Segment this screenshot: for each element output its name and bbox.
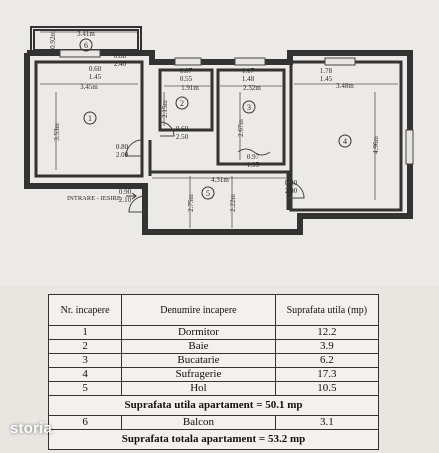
- room-3-window-height: 1.48: [242, 75, 255, 83]
- room-3-width: 2.32m: [243, 84, 261, 92]
- table-header-row: Nr. incapere Denumire incapere Suprafata…: [47, 294, 380, 326]
- room-4-width: 3.48m: [336, 82, 354, 90]
- room-5-height: 2.75m: [187, 194, 195, 212]
- room-6-number: 6: [84, 41, 88, 50]
- door-swing-1: [125, 139, 143, 157]
- door-swing-entry: [128, 195, 146, 213]
- useful-total-row: Suprafata utila apartament = 50.1 mp: [48, 395, 379, 416]
- balcony-window-height: 2.40: [114, 60, 127, 68]
- row-area: 12.2: [274, 325, 380, 340]
- window-room-4: [324, 57, 356, 66]
- table-row: 1 Dormitor 12.2: [47, 325, 380, 340]
- row-area: 10.5: [274, 381, 380, 396]
- window-room-1: [59, 49, 101, 58]
- room-4-door-width: 0.80: [285, 179, 298, 187]
- header-nr: Nr. incapere: [47, 294, 123, 326]
- balcony-nr: 6: [47, 415, 123, 430]
- door-swing-4: [287, 181, 305, 199]
- balcony-name: Balcon: [121, 415, 276, 430]
- balcony-area: 3.1: [274, 415, 380, 430]
- row-name: Bucatarie: [121, 353, 276, 368]
- table-row: 4 Sufragerie 17.3: [47, 367, 380, 382]
- header-name: Denumire incapere: [121, 294, 276, 326]
- room-4-window-height: 1.45: [320, 75, 333, 83]
- entry-door-height: 2.10: [119, 196, 132, 204]
- room-3-height: 2.67m: [237, 119, 245, 137]
- room-3-door-width: 0.97: [247, 153, 260, 161]
- room-1-width: 3.45m: [80, 83, 98, 91]
- room-1-door-width: 0.60: [89, 65, 102, 73]
- grand-total: Suprafata totala apartament = 53.2 mp: [48, 429, 379, 450]
- room-2-outline: [158, 68, 214, 132]
- room-2-window-height: 0.55: [180, 75, 193, 83]
- bath-door-height: 2.00: [116, 151, 129, 159]
- room-4-number: 4: [343, 137, 347, 146]
- room-5-height-2: 2.22m: [229, 194, 237, 212]
- room-1-height: 3.53m: [53, 123, 61, 141]
- room-2-door-height: 2.50: [176, 133, 189, 141]
- row-name: Sufragerie: [121, 367, 276, 382]
- balcony-row: 6 Balcon 3.1: [47, 415, 380, 430]
- row-nr: 2: [47, 339, 123, 354]
- row-nr: 4: [47, 367, 123, 382]
- room-3-number: 3: [247, 103, 251, 112]
- header-area: Suprafata utila (mp): [274, 294, 380, 326]
- entrance-label: INTRARE - IESIRE: [67, 195, 121, 202]
- balcony-height: 0.92m: [49, 31, 57, 49]
- row-name: Baie: [121, 339, 276, 354]
- room-4-door-height: 2.00: [285, 187, 298, 195]
- window-room-2: [174, 57, 202, 66]
- entry-door-width: 0.90: [119, 188, 132, 196]
- storia-watermark: storia: [10, 420, 53, 437]
- room-2-height: 2.15m: [161, 100, 169, 118]
- row-nr: 5: [47, 381, 123, 396]
- room-2-window-width: 0.87: [180, 67, 193, 75]
- window-room-4-side: [405, 129, 414, 165]
- row-name: Hol: [121, 381, 276, 396]
- floor-plan: 1 2 3 4 5 6 3.41m 3.45m 1.91m 2.32m 3.48…: [24, 26, 414, 235]
- room-1-number: 1: [88, 114, 92, 123]
- room-5-outline: [148, 140, 290, 210]
- row-name: Dormitor: [121, 325, 276, 340]
- table-row: 5 Hol 10.5: [47, 381, 380, 396]
- room-4-height: 4.96m: [372, 136, 380, 154]
- row-area: 6.2: [274, 353, 380, 368]
- floor-plan-drawing: 1 2 3 4 5 6 3.41m 3.45m 1.91m 2.32m 3.48…: [24, 26, 414, 235]
- room-3-window-width: 1.17: [242, 67, 255, 75]
- window-room-3: [234, 57, 266, 66]
- balcony-width: 3.41m: [77, 30, 95, 38]
- room-5-width: 4.31m: [211, 176, 229, 184]
- entrance-arrow-icon: [126, 192, 137, 200]
- room-4-window-width: 1.78: [320, 67, 333, 75]
- room-2-width: 1.91m: [181, 84, 199, 92]
- row-nr: 1: [47, 325, 123, 340]
- door-swing-2: [159, 121, 175, 137]
- room-3-outline: [216, 68, 286, 166]
- area-table: Nr. incapere Denumire incapere Suprafata…: [47, 294, 380, 450]
- room-2-door-width: 0.60: [176, 125, 189, 133]
- table-row: 2 Baie 3.9: [47, 339, 380, 354]
- row-nr: 3: [47, 353, 123, 368]
- room-1-outline: [34, 60, 144, 178]
- room-5-number: 5: [206, 189, 210, 198]
- row-area: 17.3: [274, 367, 380, 382]
- row-area: 3.9: [274, 339, 380, 354]
- room-1-door-height: 1.45: [89, 73, 102, 81]
- table-row: 3 Bucatarie 6.2: [47, 353, 380, 368]
- room-3-door-height: 1.95: [247, 161, 260, 169]
- grand-total-row: Suprafata totala apartament = 53.2 mp: [48, 429, 379, 450]
- useful-total: Suprafata utila apartament = 50.1 mp: [48, 395, 379, 416]
- door-sliding-3: [237, 148, 271, 156]
- balcony-window-width: 0.88: [114, 52, 127, 60]
- room-2-number: 2: [180, 99, 184, 108]
- bath-door-width: 0.80: [116, 143, 129, 151]
